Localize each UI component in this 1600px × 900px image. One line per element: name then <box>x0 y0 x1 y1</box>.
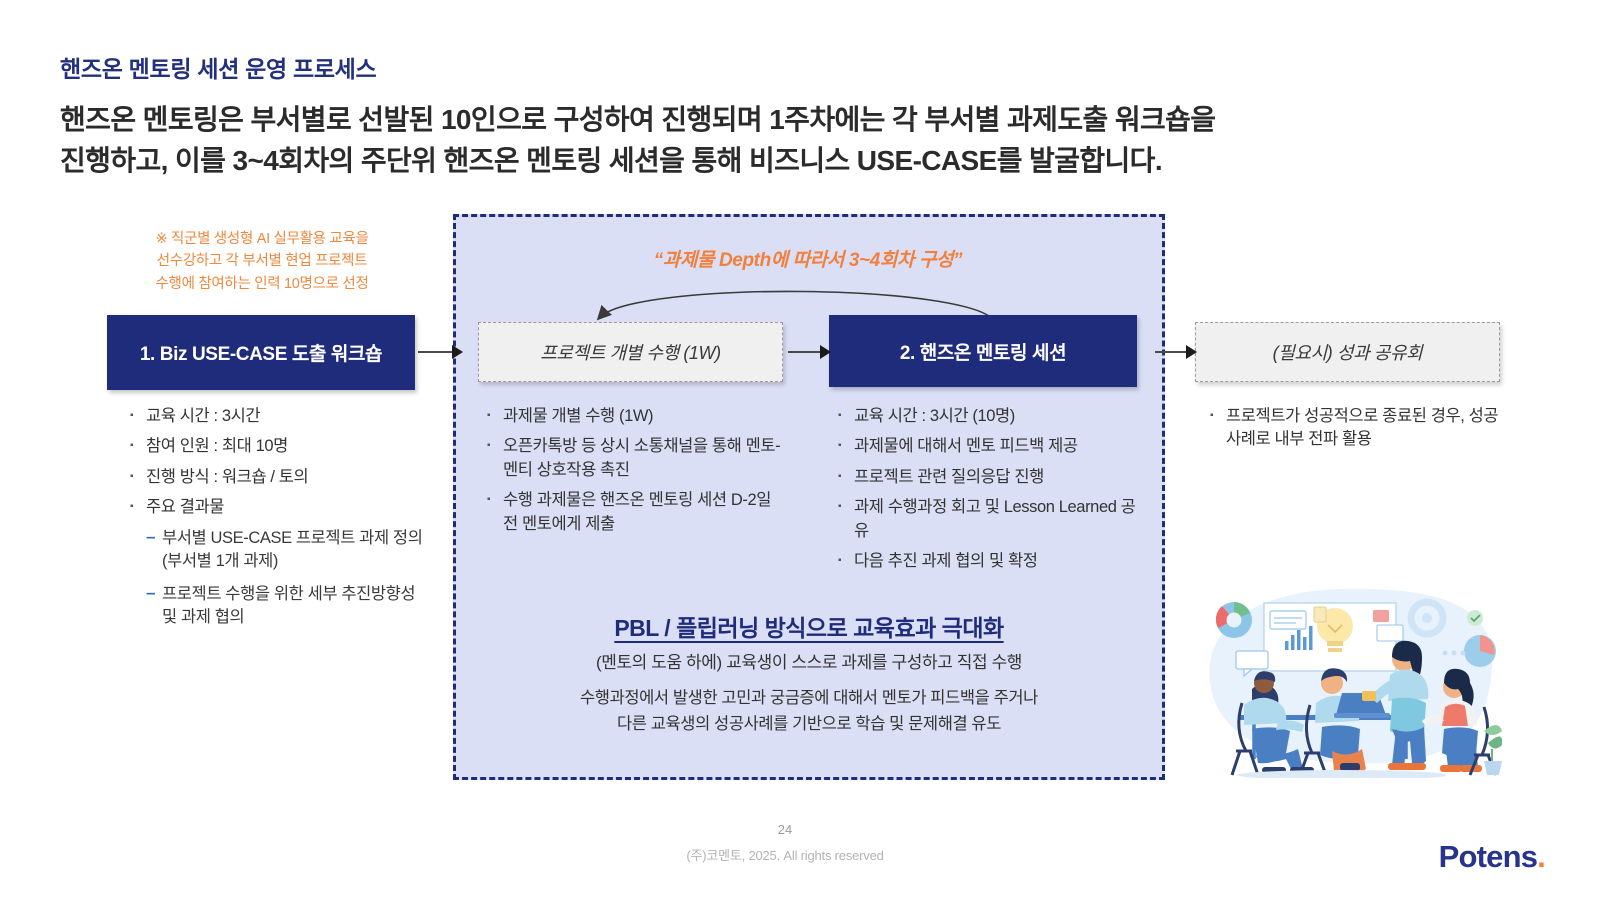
square-bullet-icon: ▪ <box>130 501 134 513</box>
box-handson-mentoring-session[interactable]: 2. 핸즈온 멘토링 세션 <box>829 315 1137 387</box>
bullet-label: 프로젝트가 성공적으로 종료된 경우, 성공사례로 내부 전파 활용 <box>1226 407 1499 449</box>
potens-logo: Potens. <box>1438 839 1546 875</box>
pbl-heading: PBL / 플립러닝 방식으로 교육효과 극대화 <box>614 615 1004 641</box>
bullet-label: 프로젝트 관련 질의응답 진행 <box>854 467 1044 486</box>
square-bullet-icon: ▪ <box>1210 410 1214 421</box>
pbl-description-1: (멘토의 도움 하에) 교육생이 스스로 과제를 구성하고 직접 수행 <box>595 653 1023 672</box>
bullet-label: 교육 시간 : 3시간 <box>146 407 261 425</box>
bullet-label: 과제물에 대해서 멘토 피드백 제공 <box>854 437 1078 456</box>
logo-dot: . <box>1537 839 1546 874</box>
box-individual-project[interactable]: 프로젝트 개별 수행 (1W) <box>478 322 783 382</box>
arrow-head-icon-3 <box>1186 345 1197 359</box>
bullet-list-share: ▪ 프로젝트가 성공적으로 종료된 경우, 성공사례로 내부 전파 활용 <box>1210 405 1510 459</box>
square-bullet-icon: ▪ <box>838 440 842 452</box>
page-title: 핸즈온 멘토링 세션 운영 프로세스 <box>60 56 377 82</box>
bullet-item: ▪ 진행 방식 : 워크숍 / 토의 <box>130 466 430 489</box>
bullet-item: ▪ 참여 인원 : 최대 10명 <box>130 435 430 458</box>
bullet-label: 부서별 USE-CASE 프로젝트 과제 정의 (부서별 1개 과제) <box>162 528 423 571</box>
box-biz-usecase-workshop[interactable]: 1. Biz USE-CASE 도출 워크숍 <box>107 315 415 390</box>
subtitle-line-1: 핸즈온 멘토링은 부서별로 선발된 10인으로 구성하여 진행되며 1주차에는 … <box>60 104 1216 135</box>
bullet-label: 오픈카톡방 등 상시 소통채널을 통해 멘토-멘티 상호작용 촉진 <box>503 437 781 479</box>
bullet-label: 참여 인원 : 최대 10명 <box>146 437 288 456</box>
dash-bullet-icon: – <box>146 526 156 546</box>
bullet-list-project: ▪ 과제물 개별 수행 (1W) ▪ 오픈카톡방 등 상시 소통채널을 통해 멘토-멘… <box>487 405 782 543</box>
bullet-item: ▪ 다음 추진 과제 협의 및 확정 <box>838 550 1138 573</box>
square-bullet-icon: ▪ <box>838 555 842 567</box>
selection-criteria-note: ※ 직군별 생성형 AI 실무활용 교육을 선수강하고 각 부서별 현업 프로젝… <box>112 228 412 295</box>
cycle-count-note: “과제물 Depth에 따라서 3~4회차 구성” <box>653 250 963 271</box>
pbl-description-2-line-1: 수행과정에서 발생한 고민과 궁금증에 대해서 멘토가 피드백을 주거나 <box>580 689 1038 707</box>
pbl-description-2-line-2: 다른 교육생의 성공사례를 기반으로 학습 및 문제해결 유도 <box>616 715 1001 734</box>
bullet-item: ▪ 주요 결과물 <box>130 496 430 519</box>
page-subtitle: 핸즈온 멘토링은 부서별로 선발된 10인으로 구성하여 진행되며 1주차에는 … <box>60 100 1460 181</box>
square-bullet-icon: ▪ <box>838 501 842 513</box>
square-bullet-icon: ▪ <box>130 410 134 421</box>
bullet-label: 과제물 개별 수행 (1W) <box>503 407 654 425</box>
bullet-item: ▪ 프로젝트 관련 질의응답 진행 <box>838 466 1138 489</box>
connector-line-2 <box>788 351 822 353</box>
pbl-description-2: 수행과정에서 발생한 고민과 궁금증에 대해서 멘토가 피드백을 주거나 다른 … <box>478 685 1140 738</box>
bullet-item: –프로젝트 수행을 위한 세부 추진방향성 및 과제 협의 <box>146 583 430 630</box>
bullet-label: 교육 시간 : 3시간 (10명) <box>854 407 1015 425</box>
selection-note-line-3: 수행에 참여하는 인력 10명으로 선정 <box>155 275 369 292</box>
bullet-item: ▪ 과제 수행과정 회고 및 Lesson Learned 공유 <box>838 496 1138 543</box>
square-bullet-icon: ▪ <box>487 410 491 421</box>
team-collaboration-illustration <box>1209 588 1502 778</box>
bullet-label: 주요 결과물 <box>146 498 225 517</box>
square-bullet-icon: ▪ <box>838 470 842 482</box>
copyright-text: (주)코멘토, 2025. All rights reserved <box>686 848 884 863</box>
square-bullet-icon: ▪ <box>487 440 491 452</box>
bullet-item: ▪ 과제물 개별 수행 (1W) <box>487 405 782 428</box>
bullet-label: 진행 방식 : 워크숍 / 토의 <box>146 467 309 486</box>
connector-line-3 <box>1155 351 1188 353</box>
arrow-head-icon-1 <box>452 345 463 359</box>
page-number: 24 <box>777 822 793 837</box>
bullet-label: 과제 수행과정 회고 및 Lesson Learned 공유 <box>854 498 1136 540</box>
bullet-item: –부서별 USE-CASE 프로젝트 과제 정의 (부서별 1개 과제) <box>146 527 430 574</box>
bullet-item: ▪ 오픈카톡방 등 상시 소통채널을 통해 멘토-멘티 상호작용 촉진 <box>487 435 782 482</box>
bullet-item: ▪ 교육 시간 : 3시간 <box>130 405 430 428</box>
square-bullet-icon: ▪ <box>487 494 491 506</box>
dash-bullet-icon: – <box>146 582 156 602</box>
bullet-item: ▪ 과제물에 대해서 멘토 피드백 제공 <box>838 435 1138 458</box>
bullet-list-workshop: ▪ 교육 시간 : 3시간 ▪ 참여 인원 : 최대 10명 ▪ 진행 방식 : 워크숍 … <box>130 405 430 638</box>
bullet-item: ▪ 프로젝트가 성공적으로 종료된 경우, 성공사례로 내부 전파 활용 <box>1210 405 1510 452</box>
selection-note-line-1: ※ 직군별 생성형 AI 실무활용 교육을 <box>155 231 369 247</box>
bullet-item: ▪ 수행 과제물은 핸즈온 멘토링 세션 D-2일전 멘토에게 제출 <box>487 489 782 536</box>
bullet-label: 다음 추진 과제 협의 및 확정 <box>854 552 1038 571</box>
square-bullet-icon: ▪ <box>130 440 134 452</box>
square-bullet-icon: ▪ <box>838 410 842 421</box>
logo-wordmark: Potens <box>1438 839 1538 874</box>
bullet-item: ▪ 교육 시간 : 3시간 (10명) <box>838 405 1138 428</box>
subtitle-line-2: 진행하고, 이를 3~4회차의 주단위 핸즈온 멘토링 세션을 통해 비즈니스 … <box>60 144 1163 176</box>
arrow-head-icon-2 <box>820 345 831 359</box>
selection-note-line-2: 선수강하고 각 부서별 현업 프로젝트 <box>156 253 368 270</box>
bullet-label: 프로젝트 수행을 위한 세부 추진방향성 및 과제 협의 <box>162 584 416 626</box>
bullet-label: 수행 과제물은 핸즈온 멘토링 세션 D-2일전 멘토에게 제출 <box>503 491 772 533</box>
connector-line-1 <box>418 351 454 353</box>
bullet-list-mentoring: ▪ 교육 시간 : 3시간 (10명) ▪ 과제물에 대해서 멘토 피드백 제공 ▪ 프로… <box>838 405 1138 581</box>
box-results-sharing[interactable]: (필요시) 성과 공유회 <box>1195 322 1500 382</box>
square-bullet-icon: ▪ <box>130 470 134 482</box>
